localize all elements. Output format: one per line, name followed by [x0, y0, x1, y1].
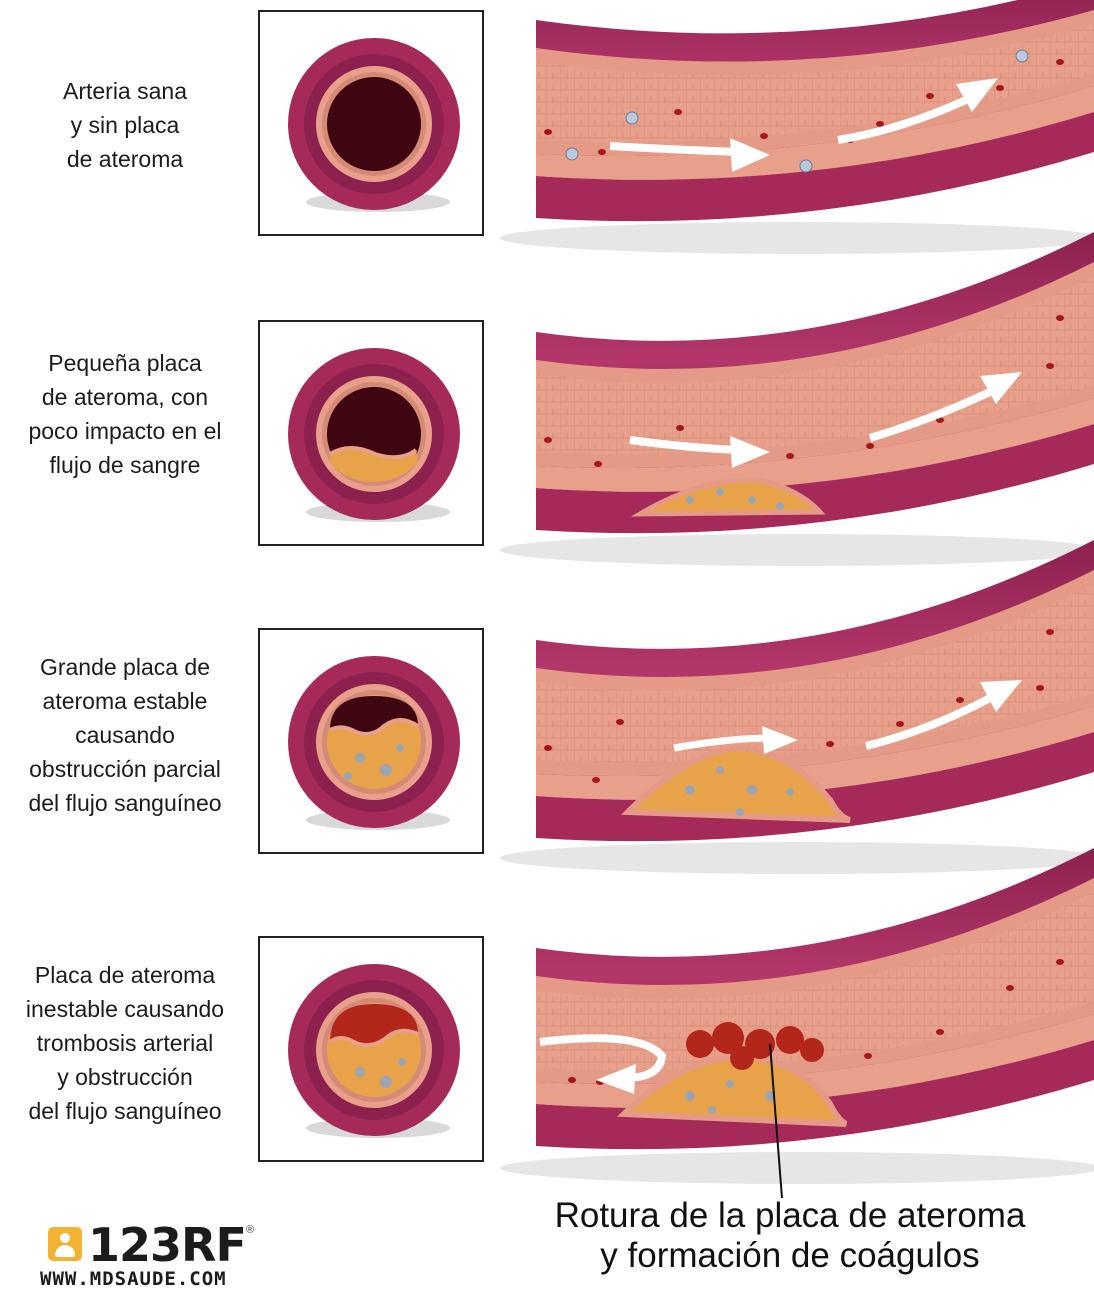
- plaque-rupture-caption: Rotura de la placa de ateroma y formació…: [500, 1196, 1080, 1276]
- brand-name: 123RF: [88, 1218, 246, 1272]
- artery-panel-1: [500, 0, 1094, 254]
- site-url: WWW.MDSAUDE.COM: [40, 1268, 227, 1290]
- registered-mark: ®: [246, 1224, 254, 1236]
- caption-line-1: Rotura de la placa de ateroma: [500, 1196, 1080, 1236]
- caption-line-2: y formación de coágulos: [500, 1236, 1080, 1276]
- artery-panel-3: [500, 540, 1094, 874]
- artery-panel-4: [500, 848, 1094, 1198]
- brand-logo: 123RF ® WWW.MDSAUDE.COM: [40, 1222, 280, 1285]
- person-icon: [48, 1227, 82, 1261]
- artery-panel-2: [500, 232, 1094, 566]
